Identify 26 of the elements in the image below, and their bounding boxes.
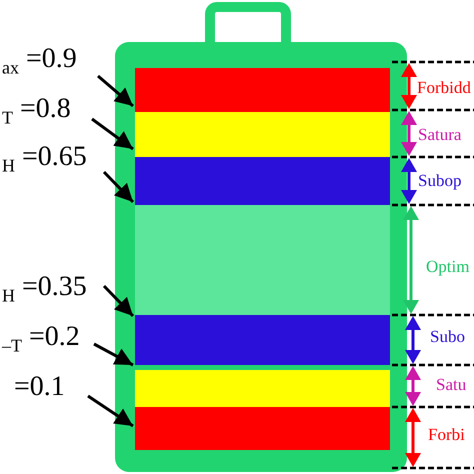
range-label: Subo (430, 326, 465, 348)
battery-body (115, 42, 407, 472)
value-label: =0.1 (14, 370, 65, 404)
charge-band (135, 205, 390, 315)
charge-band (135, 407, 390, 450)
value-label: $_{H}$ =0.65 (2, 140, 87, 183)
charge-band (135, 68, 390, 112)
charge-band (135, 315, 390, 365)
leader-arrow (87, 394, 134, 428)
range-label: Subop (418, 170, 462, 192)
value-label: $_{T}$ =0.8 (2, 92, 71, 135)
battery-terminal (205, 2, 291, 42)
range-label: Optim (426, 256, 470, 278)
range-label: Satu (436, 374, 466, 396)
leader-arrow (93, 342, 134, 366)
range-label: Forbi (428, 424, 465, 446)
leader-arrow (91, 118, 134, 150)
leader-arrow (97, 74, 134, 108)
value-label: $_{ax}$ =0.9 (2, 42, 77, 85)
value-label: $_{–T}$ =0.2 (2, 320, 80, 363)
charge-band (135, 112, 390, 157)
range-label: Satura (418, 124, 462, 146)
range-label: Forbidd (417, 77, 471, 99)
charge-band (135, 370, 390, 407)
charge-band (135, 157, 390, 205)
value-label: $_{H}$ =0.35 (2, 270, 87, 313)
